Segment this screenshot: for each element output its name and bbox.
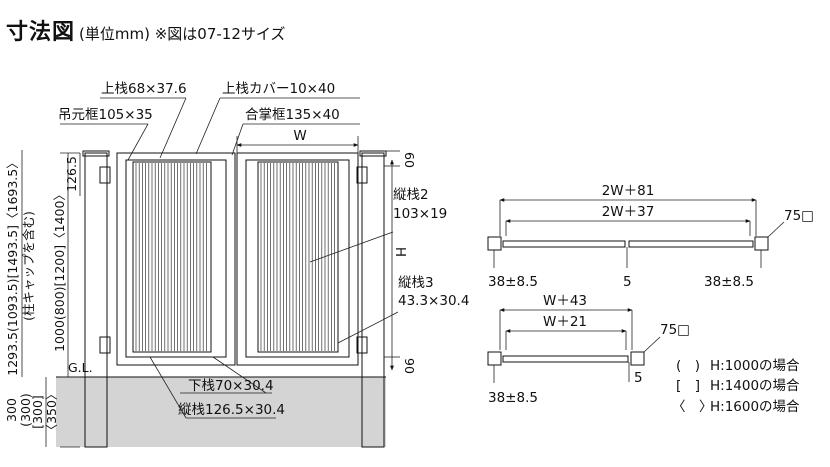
hinge-bottom-right	[356, 336, 368, 354]
plan-view-single: W＋43 W＋21 75□ 38±8.5 5	[487, 293, 690, 406]
left-post	[84, 152, 108, 448]
legend-bracket-3: 〈 〉	[672, 399, 713, 415]
legend-text-2: H:1400の場合	[710, 378, 800, 394]
left-leaf-frame	[116, 152, 236, 366]
ground-area	[56, 377, 386, 447]
ground-line-label: G.L.	[68, 360, 93, 375]
left-leaf-panel	[132, 161, 212, 353]
single-post-size: 75□	[660, 322, 690, 338]
double-overall-width: 2W＋81	[602, 183, 655, 199]
right-leaf-vertical-slats	[260, 163, 335, 351]
double-right-leaf	[628, 240, 754, 248]
leader-lines	[60, 97, 399, 419]
dim-right-top: 60	[402, 152, 417, 168]
double-right-offset: 38±8.5	[704, 274, 754, 290]
front-view: W H 60 90 1293.5(1093.5)[1493.5]〈1693.5〉…	[4, 81, 469, 448]
title-main: 寸法図	[6, 20, 76, 45]
double-left-leaf	[502, 240, 626, 248]
double-inner-width: 2W＋37	[602, 204, 655, 220]
legend-bracket-2: [ ]	[676, 378, 700, 394]
double-right-post	[754, 236, 769, 251]
hinge-bottom-left	[99, 336, 111, 354]
double-left-offset: 38±8.5	[488, 274, 538, 290]
dim-left-total: 1293.5(1093.5)[1493.5]〈1693.5〉	[5, 156, 20, 375]
label-vertical-bar2-name: 縦栈2	[393, 187, 429, 203]
single-overall-width: W＋43	[543, 293, 587, 309]
double-center-gap: 5	[623, 274, 632, 290]
width-label: W	[293, 128, 306, 144]
single-gap: 5	[634, 370, 643, 386]
drawing-title: 寸法図(単位mm) ※図は07-12サイズ	[6, 14, 285, 46]
double-post-size: 75□	[784, 208, 814, 224]
label-bottom-rail: 下栈70×30.4	[188, 378, 274, 394]
dim-right-bottom: 90	[402, 358, 417, 374]
left-leaf-inner-frame	[125, 159, 227, 358]
right-leaf-inner-frame	[245, 159, 350, 358]
dim-left-panel: 1000(800)[1200]〈1400〉	[52, 188, 67, 352]
hinge-top-left	[99, 166, 111, 184]
height-label: H	[392, 247, 408, 257]
double-left-post	[487, 236, 502, 251]
label-meeting-frame: 合掌框135×40	[245, 107, 340, 123]
right-leaf-frame	[236, 152, 359, 366]
legend-text-3: H:1600の場合	[710, 399, 800, 415]
left-post-cap	[82, 150, 110, 157]
legend: ( ) H:1000の場合 [ ] H:1400の場合 〈 〉 H:1600の場…	[672, 358, 800, 415]
dim-left-total-note: (柱キャップを含む)	[21, 211, 36, 321]
dim-ground-4: 〈350〉	[44, 388, 59, 437]
dim-ground-2: (300)	[18, 393, 33, 427]
dim-left-top: 126.5	[64, 156, 79, 192]
label-top-rail: 上栈68×37.6	[101, 81, 187, 97]
single-inner-width: W＋21	[543, 314, 587, 330]
label-hinge-frame: 吊元框105×35	[58, 107, 153, 123]
label-vertical-bar2-size: 103×19	[393, 206, 447, 222]
single-right-post	[630, 351, 645, 366]
dim-ground-3: [300]	[30, 395, 45, 429]
dim-ground-1: 300	[4, 398, 19, 422]
label-vertical-bar3-size: 43.3×30.4	[398, 293, 469, 309]
legend-bracket-1: ( )	[676, 358, 700, 374]
label-vertical-bar3-name: 縦栈3	[398, 275, 434, 291]
right-post	[361, 152, 385, 448]
right-leaf-panel	[257, 161, 339, 353]
left-leaf-vertical-slats	[135, 163, 207, 351]
single-leaf	[502, 355, 629, 363]
legend-text-1: H:1000の場合	[710, 358, 800, 374]
label-vertical-bar-bottom: 縦栈126.5×30.4	[178, 402, 285, 418]
label-top-cover: 上栈カバー10×40	[222, 81, 335, 97]
title-subtitle: (単位mm) ※図は07-12サイズ	[79, 25, 286, 43]
single-left-offset: 38±8.5	[488, 390, 538, 406]
right-post-cap	[359, 150, 387, 157]
single-left-post	[487, 351, 502, 366]
plan-view-double: 2W＋81 2W＋37 75□ 38±8.5 5 38±8.5	[487, 183, 814, 290]
hinge-top-right	[356, 166, 368, 184]
